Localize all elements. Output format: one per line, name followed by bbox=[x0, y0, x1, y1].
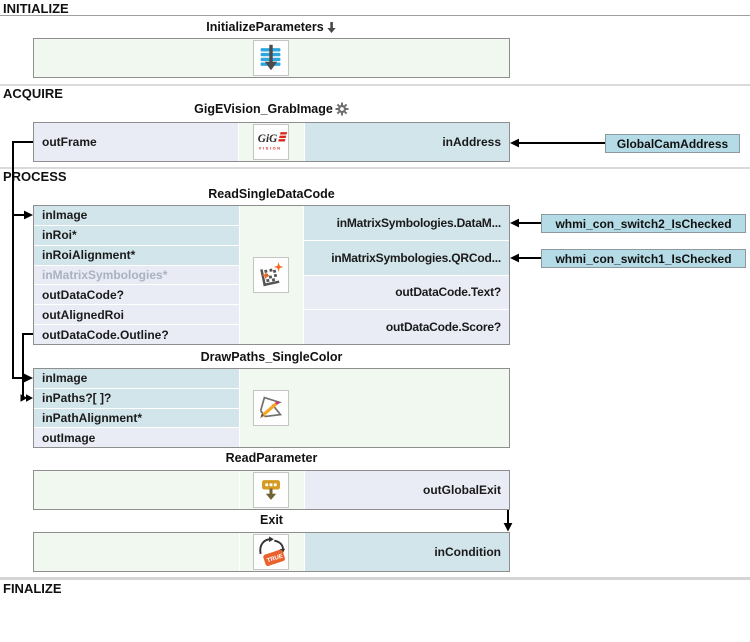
arrowhead-right-double bbox=[20, 394, 28, 402]
read-parameter-title[interactable]: ReadParameter bbox=[225, 451, 318, 465]
exit-title[interactable]: Exit bbox=[260, 513, 283, 527]
down-arrow-icon[interactable] bbox=[326, 21, 337, 34]
port-incondition[interactable]: inCondition bbox=[304, 533, 509, 571]
port-inimage[interactable]: inImage bbox=[34, 369, 239, 389]
cell-divider bbox=[239, 533, 240, 571]
port-outframe[interactable]: outFrame bbox=[34, 123, 239, 161]
gige-logo-text: GiG bbox=[258, 133, 278, 145]
port-inmatrixsymbologies[interactable]: inMatrixSymbologies* bbox=[34, 265, 239, 286]
port-inroialignment[interactable]: inRoiAlignment* bbox=[34, 245, 239, 266]
exit-true-stamp-icon: TRUE bbox=[253, 534, 289, 570]
initialize-parameters-title[interactable]: InitializeParameters bbox=[33, 20, 510, 34]
port-outglobalexit[interactable]: outGlobalExit bbox=[304, 471, 509, 509]
section-process-label: PROCESS bbox=[3, 169, 67, 184]
exit-stamp-label: TRUE bbox=[266, 554, 283, 565]
arrowhead-left bbox=[510, 253, 519, 263]
read-data-code-title[interactable]: ReadSingleDataCode bbox=[208, 187, 335, 201]
global-cam-address-variable[interactable]: GlobalCamAddress bbox=[605, 134, 740, 153]
arrowhead-right bbox=[24, 373, 33, 383]
draw-paths-block[interactable]: inImage inPaths?[ ]? inPathAlignment* ou… bbox=[33, 368, 510, 448]
arrowhead-right-double bbox=[26, 394, 33, 402]
init-parameters-icon bbox=[253, 40, 289, 76]
section-divider bbox=[0, 15, 750, 16]
port-outdatacode-score[interactable]: outDataCode.Score? bbox=[304, 310, 509, 344]
arrowhead-left bbox=[510, 138, 519, 148]
port-inmatrix-datamatrix[interactable]: inMatrixSymbologies.DataM... bbox=[304, 206, 509, 241]
section-divider bbox=[0, 84, 750, 86]
gear-icon[interactable] bbox=[335, 102, 349, 116]
switch2-ischecked-variable[interactable]: whmi_con_switch2_IsChecked bbox=[541, 214, 746, 233]
path-pencil-icon bbox=[253, 390, 289, 426]
draw-paths-title[interactable]: DrawPaths_SingleColor bbox=[200, 350, 343, 364]
section-divider bbox=[0, 167, 750, 169]
port-outdatacode-text[interactable]: outDataCode.Text? bbox=[304, 275, 509, 311]
port-inpathalignment[interactable]: inPathAlignment* bbox=[34, 408, 239, 429]
section-acquire-label: ACQUIRE bbox=[3, 86, 63, 101]
section-divider bbox=[0, 577, 750, 580]
arrowhead-left bbox=[510, 218, 519, 228]
port-outdatacode-outline[interactable]: outDataCode.Outline? bbox=[34, 325, 239, 345]
switch1-ischecked-variable[interactable]: whmi_con_switch1_IsChecked bbox=[541, 249, 746, 268]
wire-outline-to-inpaths bbox=[22, 333, 33, 398]
datamatrix-icon bbox=[253, 257, 289, 293]
port-outalignedroi[interactable]: outAlignedRoi bbox=[34, 305, 239, 326]
port-inmatrix-qrcode[interactable]: inMatrixSymbologies.QRCod... bbox=[304, 240, 509, 276]
port-outdatacode[interactable]: outDataCode? bbox=[34, 285, 239, 306]
port-inroi[interactable]: inRoi* bbox=[34, 225, 239, 246]
parameter-download-icon bbox=[253, 472, 289, 508]
cell-divider bbox=[239, 471, 240, 509]
section-finalize-label: FINALIZE bbox=[3, 581, 62, 596]
arrowhead-right bbox=[24, 210, 33, 220]
gige-grab-title[interactable]: GigEVision_GrabImage bbox=[33, 102, 510, 116]
port-inaddress[interactable]: inAddress bbox=[304, 123, 509, 161]
port-inimage[interactable]: inImage bbox=[34, 206, 239, 226]
gige-logo-sub: VISION bbox=[259, 146, 282, 151]
read-data-code-block[interactable]: inImage inRoi* inRoiAlignment* inMatrixS… bbox=[33, 205, 510, 345]
port-inpaths[interactable]: inPaths?[ ]? bbox=[34, 388, 239, 409]
gige-vision-logo-icon: GiG VISION bbox=[253, 124, 289, 160]
read-parameter-block[interactable]: outGlobalExit bbox=[33, 470, 510, 510]
section-initialize-label: INITIALIZE bbox=[3, 1, 69, 16]
port-outimage[interactable]: outImage bbox=[34, 428, 239, 447]
